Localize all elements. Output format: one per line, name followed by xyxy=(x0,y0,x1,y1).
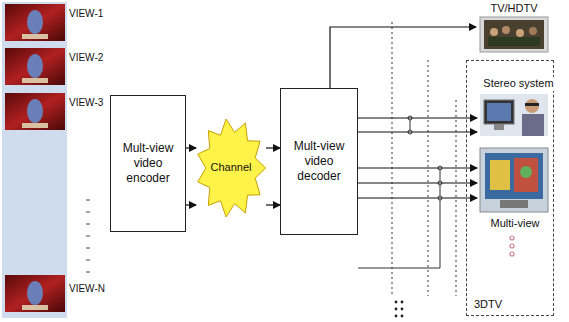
ellipsis-marks xyxy=(86,200,90,272)
display-device: Multi-view xyxy=(477,147,553,231)
channel-starburst: Channel xyxy=(196,118,266,218)
view-thumbnail xyxy=(5,4,65,41)
more-devices-dots xyxy=(510,236,514,256)
arrow-connector xyxy=(358,197,477,198)
view-panel xyxy=(2,2,67,318)
arrow-connector xyxy=(358,117,477,118)
view-thumbnail xyxy=(5,275,65,312)
node-text: Multi-view xyxy=(489,217,542,231)
display-device: Stereo system xyxy=(477,77,560,139)
node-text: Channel xyxy=(211,161,252,175)
encoder-box: Mult-view video encoder xyxy=(110,95,186,232)
node-text: Mult-view video encoder xyxy=(115,141,181,186)
node-text: Stereo system xyxy=(481,77,555,91)
view-label: VIEW-3 xyxy=(69,97,103,108)
decoder-box: Mult-view video decoder xyxy=(280,88,358,235)
multiview-picture xyxy=(480,148,548,212)
view-thumbnail xyxy=(5,93,65,130)
view-label: VIEW-2 xyxy=(69,52,103,63)
tv-picture xyxy=(480,17,548,52)
arrow-connector xyxy=(266,147,280,148)
branch-lines xyxy=(358,22,456,296)
stereo-picture xyxy=(480,94,548,136)
node-text: Mult-view video decoder xyxy=(285,139,353,184)
display-device: TV/HDTV xyxy=(476,2,552,54)
arrow-connector xyxy=(186,204,196,205)
arrow-connector xyxy=(186,147,196,148)
arrow-connector xyxy=(266,204,280,205)
view-thumbnail xyxy=(5,48,65,85)
view-label: VIEW-N xyxy=(69,283,105,294)
group-band: 3DTV Stereo systemMulti-view xyxy=(466,60,554,316)
node-text: TV/HDTV xyxy=(488,2,539,16)
arrow-connector xyxy=(358,167,477,168)
ellipsis-dots xyxy=(395,301,404,318)
node-text: 3DTV xyxy=(472,298,504,312)
junction-dots xyxy=(408,116,442,200)
arrow-connector xyxy=(358,182,477,183)
view-label: VIEW-1 xyxy=(69,8,103,19)
arrow-connector xyxy=(330,27,476,88)
arrow-connector xyxy=(358,131,477,132)
